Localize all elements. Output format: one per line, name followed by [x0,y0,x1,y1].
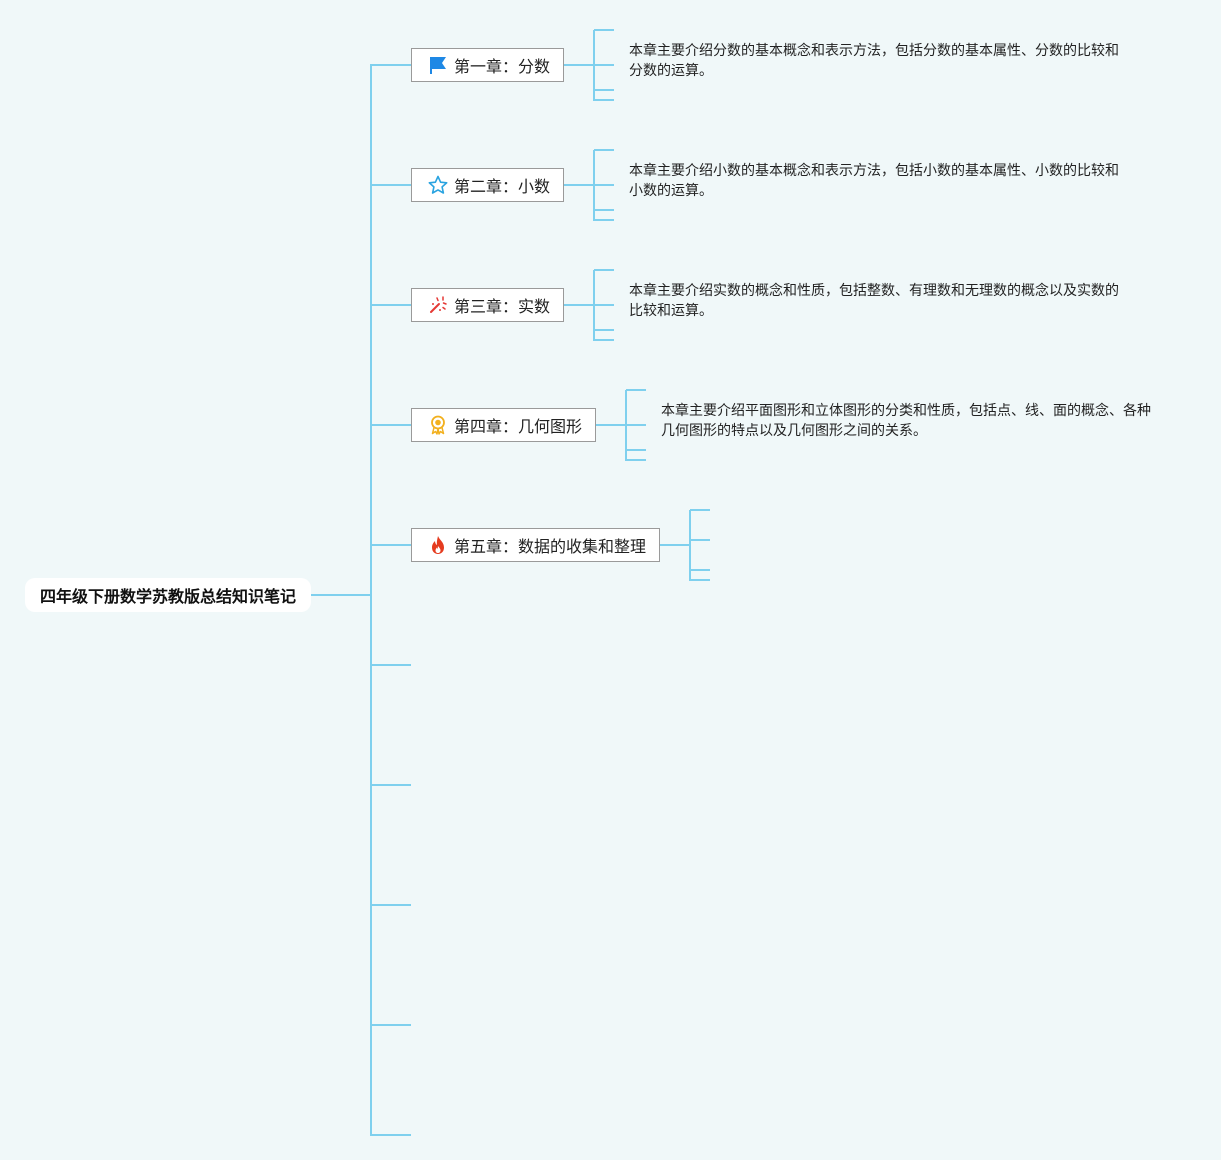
chapter-node-5[interactable]: 第五章：数据的收集和整理 [411,528,660,562]
chapter-node-4[interactable]: 第四章：几何图形 [411,408,596,442]
magic-wand-icon [428,295,448,315]
flag-icon [428,55,448,75]
chapter-title: 第五章：数据的收集和整理 [454,537,647,556]
chapter-title: 第二章：小数 [454,177,551,196]
chapter-description-1: 本章主要介绍分数的基本概念和表示方法，包括分数的基本属性、分数的比较和分数的运算… [629,43,1119,79]
chapter-description-2: 本章主要介绍小数的基本概念和表示方法，包括小数的基本属性、小数的比较和小数的运算… [629,163,1119,199]
chapter-title: 第四章：几何图形 [454,417,583,436]
chapter-description-3: 本章主要介绍实数的概念和性质，包括整数、有理数和无理数的概念以及实数的比较和运算… [629,283,1119,319]
root-topic-label: 四年级下册数学苏教版总结知识笔记 [39,587,296,606]
star-icon [428,175,448,195]
chapter-node-1[interactable]: 第一章：分数 [411,48,564,82]
root-topic[interactable]: 四年级下册数学苏教版总结知识笔记 [25,578,311,612]
chapter-title: 第三章：实数 [454,297,551,316]
chapter-node-2[interactable]: 第二章：小数 [411,168,564,202]
chapter-description-4: 本章主要介绍平面图形和立体图形的分类和性质，包括点、线、面的概念、各种几何图形的… [661,403,1151,439]
award-ribbon-icon [428,415,448,435]
chapter-node-3[interactable]: 第三章：实数 [411,288,564,322]
fire-icon [428,535,448,555]
chapter-title: 第一章：分数 [454,57,551,76]
